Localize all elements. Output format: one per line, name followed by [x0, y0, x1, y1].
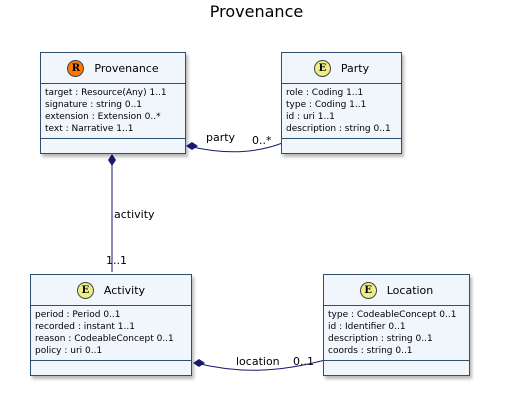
class-name: Activity: [103, 283, 146, 297]
element-stereotype-icon: E: [313, 59, 331, 77]
operations-compartment: [41, 139, 185, 147]
attribute: type : CodeableConcept 0..1: [328, 310, 457, 320]
attribute-list: role : Coding 1..1 type : Coding 1..1 id…: [282, 84, 401, 139]
attribute: text : Narrative 1..1: [45, 124, 134, 134]
location-multiplicity: 0..1: [293, 355, 314, 368]
class-name: Provenance: [94, 61, 159, 75]
party-edge: [187, 141, 286, 153]
provenance-class[interactable]: R Provenance target : Resource(Any) 1..1…: [40, 52, 186, 154]
activity-class-header: E Activity: [31, 275, 191, 306]
class-name: Location: [386, 283, 434, 297]
location-class[interactable]: E Location type : CodeableConcept 0..1 i…: [323, 274, 470, 376]
activity-multiplicity: 1..1: [106, 254, 127, 267]
attribute: coords : string 0..1: [328, 346, 413, 356]
attribute: recorded : instant 1..1: [35, 322, 135, 332]
element-stereotype-icon: E: [359, 281, 377, 299]
activity-composition-diamond: [108, 154, 116, 166]
operations-compartment: [324, 361, 469, 369]
location-edge: [195, 359, 326, 371]
attribute: signature : string 0..1: [45, 100, 143, 110]
attribute: id : Identifier 0..1: [328, 322, 406, 332]
location-composition-diamond: [193, 359, 205, 367]
activity-class[interactable]: E Activity period : Period 0..1 recorded…: [30, 274, 192, 376]
party-multiplicity: 0..*: [252, 134, 272, 147]
attribute: description : string 0..1: [328, 334, 433, 344]
attribute: id : uri 1..1: [286, 112, 335, 122]
party-composition-diamond: [186, 142, 198, 150]
attribute: reason : CodeableConcept 0..1: [35, 334, 174, 344]
attribute-list: target : Resource(Any) 1..1 signature : …: [41, 84, 185, 139]
party-relation-label: party: [206, 131, 236, 144]
attribute: target : Resource(Any) 1..1: [45, 88, 167, 98]
attribute: type : Coding 1..1: [286, 100, 367, 110]
party-class[interactable]: E Party role : Coding 1..1 type : Coding…: [281, 52, 402, 154]
element-stereotype-icon: E: [76, 281, 94, 299]
attribute: extension : Extension 0..*: [45, 112, 161, 122]
attribute: description : string 0..1: [286, 124, 391, 134]
attribute: role : Coding 1..1: [286, 88, 364, 98]
operations-compartment: [282, 139, 401, 147]
attribute-list: period : Period 0..1 recorded : instant …: [31, 306, 191, 361]
attribute-list: type : CodeableConcept 0..1 id : Identif…: [324, 306, 469, 361]
class-name: Party: [340, 61, 370, 75]
operations-compartment: [31, 361, 191, 369]
location-class-header: E Location: [324, 275, 469, 306]
party-class-header: E Party: [282, 53, 401, 84]
attribute: policy : uri 0..1: [35, 346, 103, 356]
provenance-class-header: R Provenance: [41, 53, 185, 84]
diagram-title: Provenance: [209, 2, 304, 21]
location-relation-label: location: [236, 355, 280, 368]
attribute: period : Period 0..1: [35, 310, 121, 320]
resource-stereotype-icon: R: [67, 59, 85, 77]
activity-relation-label: activity: [114, 208, 155, 221]
